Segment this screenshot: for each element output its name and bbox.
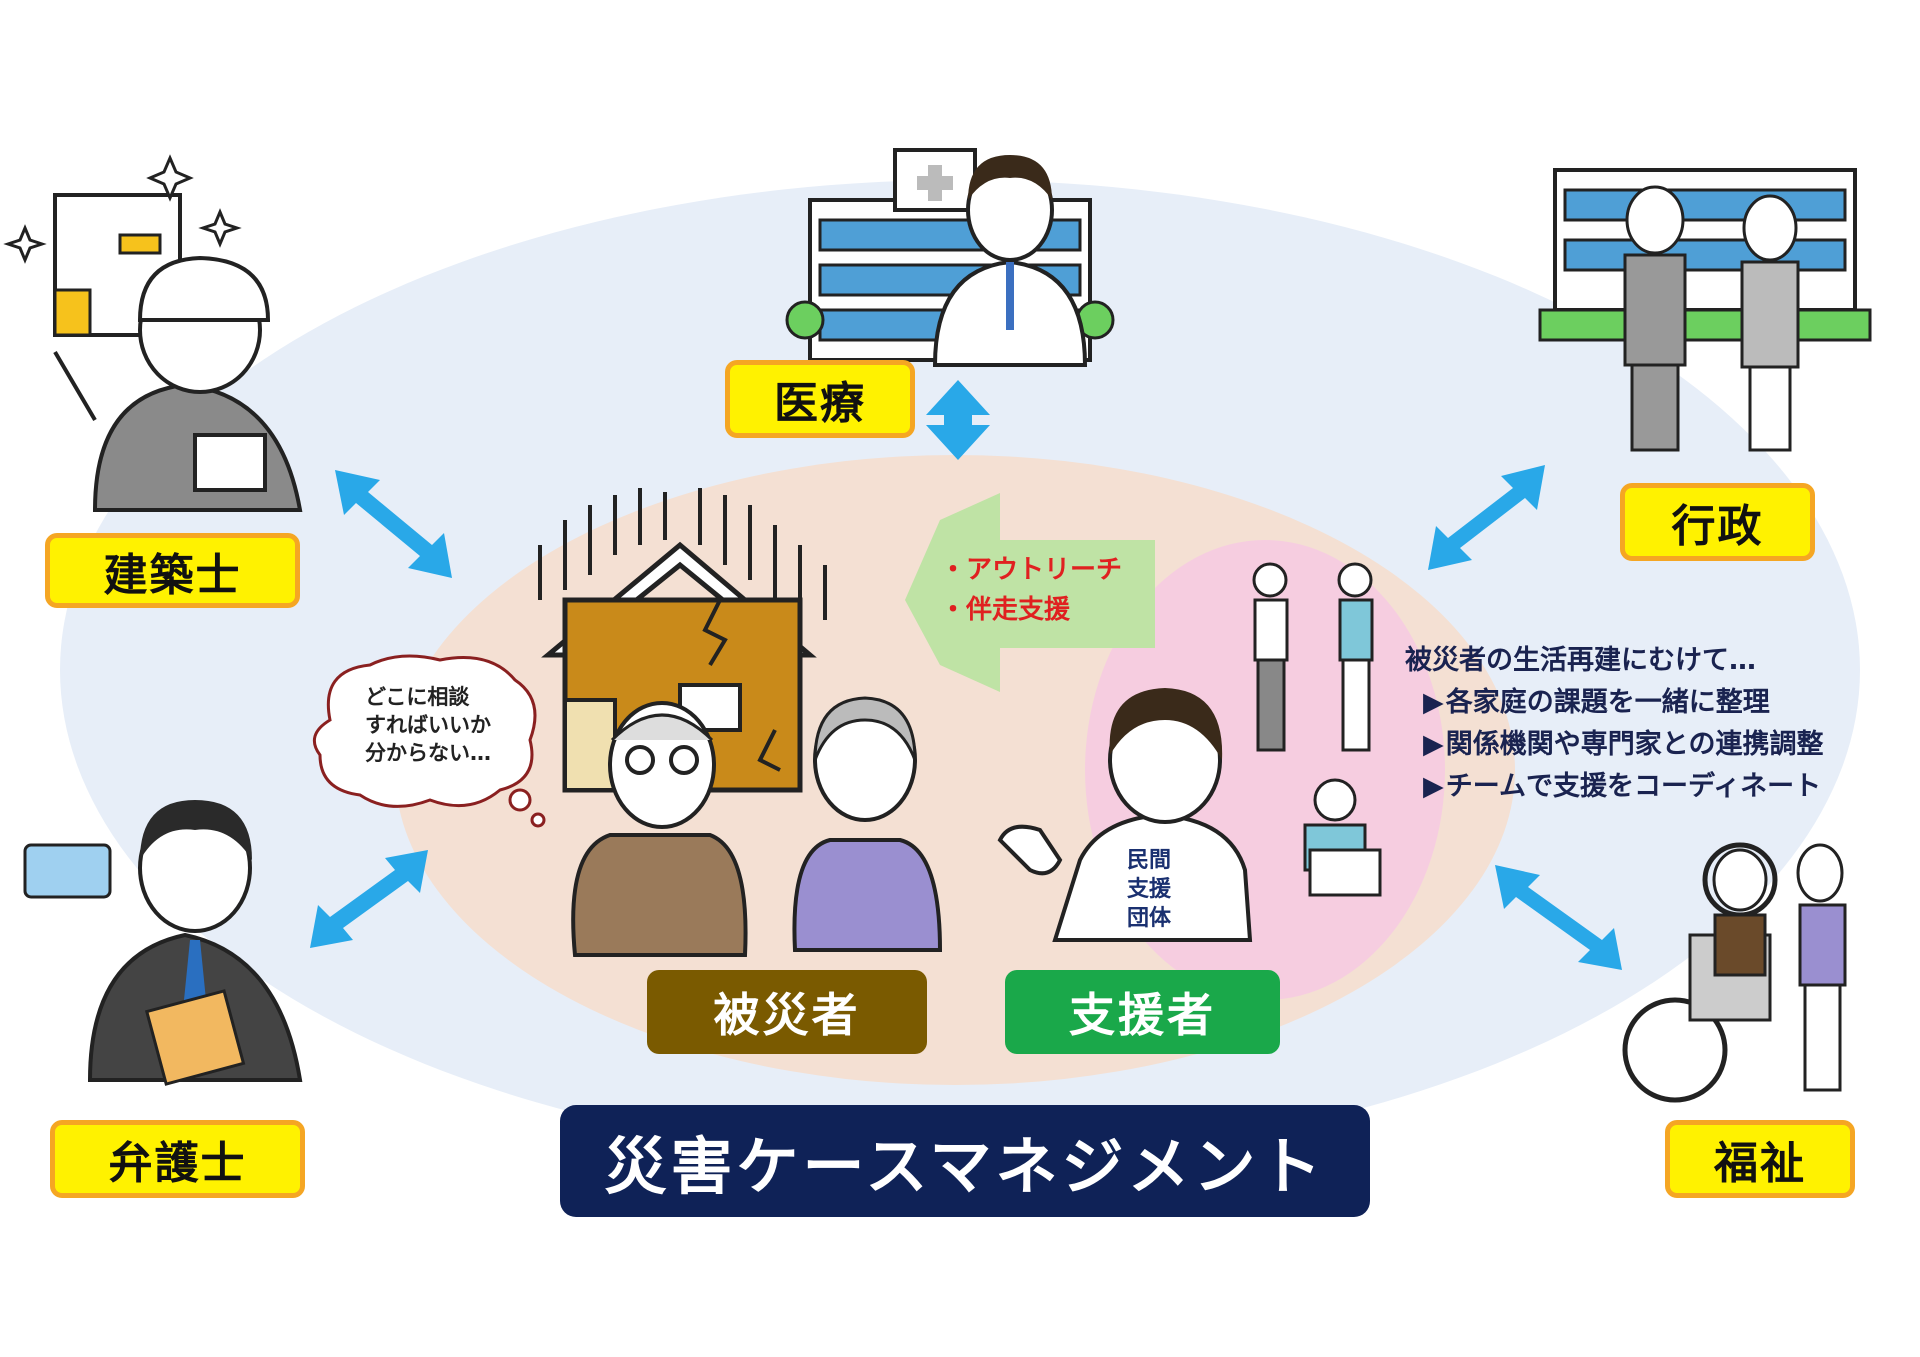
- outreach-text: ・アウトリーチ ・伴走支援: [940, 550, 1122, 630]
- label-administration: 行政: [1620, 483, 1815, 561]
- shirt-line: 民間: [1126, 848, 1171, 873]
- sparkle-icons: [3, 154, 242, 264]
- city-hall: [1538, 168, 1872, 342]
- support-description: 被災者の生活再建にむけて… 各家庭の課題を一緒に整理 関係機関や専門家との連携調…: [1405, 640, 1824, 808]
- support-heading: 被災者の生活再建にむけて…: [1405, 645, 1756, 676]
- arrow-medical: [926, 380, 990, 460]
- outreach-line: ・伴走支援: [940, 595, 1071, 625]
- officials: [1623, 185, 1800, 452]
- label-lawyer: 弁護士: [50, 1120, 305, 1198]
- support-item: 関係機関や専門家との連携調整: [1405, 724, 1824, 766]
- label-supporter: 支援者: [1005, 970, 1280, 1054]
- shirt-text: 民間 支援 団体: [1126, 846, 1172, 933]
- elderly-man: [571, 701, 748, 957]
- speech-bubble-text: どこに相談 すればいいか 分からない…: [365, 683, 491, 767]
- supporter-person: [997, 688, 1253, 942]
- welfare-figures: [1622, 842, 1847, 1103]
- arrow-administration: [1428, 465, 1545, 570]
- doctor: [932, 155, 1088, 367]
- label-medical: 医療: [725, 360, 915, 438]
- speech-line: すればいいか: [365, 713, 491, 737]
- damaged-house: [541, 541, 817, 793]
- speech-line: 分からない…: [365, 741, 491, 765]
- speech-line: どこに相談: [365, 685, 470, 709]
- arrow-architect: [335, 470, 452, 578]
- staff-figures: [1252, 562, 1382, 897]
- elderly-woman: [792, 696, 943, 952]
- diagram-title: 災害ケースマネジメント: [560, 1105, 1370, 1217]
- label-architect: 建築士: [45, 533, 300, 608]
- label-welfare: 福祉: [1665, 1120, 1855, 1198]
- support-item: チームで支援をコーディネート: [1405, 766, 1824, 808]
- shake-lines: [538, 488, 827, 620]
- architect-figure: [53, 193, 303, 512]
- support-item: 各家庭の課題を一緒に整理: [1405, 682, 1824, 724]
- shirt-line: 団体: [1126, 906, 1171, 931]
- shirt-line: 支援: [1126, 877, 1171, 902]
- label-victim: 被災者: [647, 970, 927, 1054]
- arrow-welfare: [1495, 865, 1622, 970]
- lawyer-figure: [23, 800, 303, 1086]
- outreach-arrow: [905, 493, 1155, 692]
- speech-bubble: [312, 654, 546, 828]
- arrow-lawyer: [310, 850, 428, 948]
- outreach-line: ・アウトリーチ: [940, 555, 1123, 585]
